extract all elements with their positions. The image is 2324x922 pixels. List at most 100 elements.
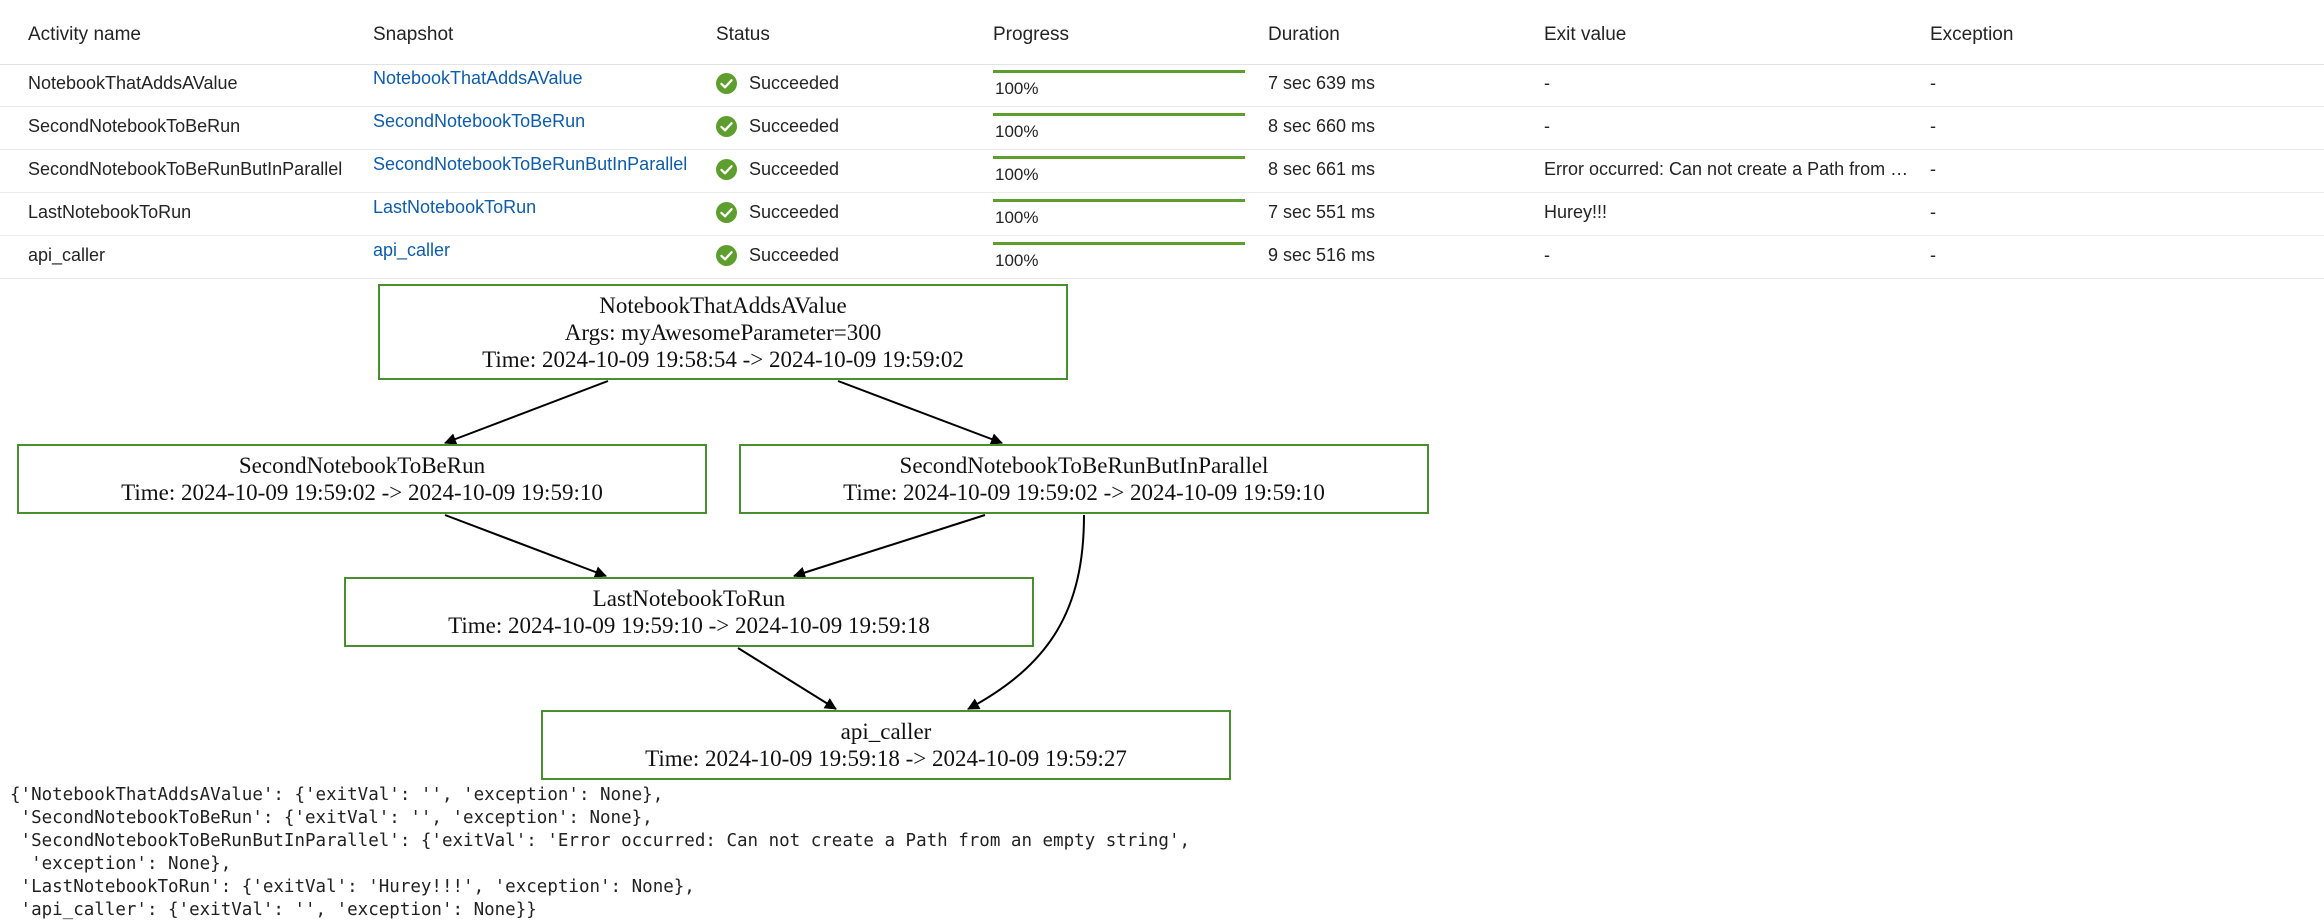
table-row: NotebookThatAddsAValue NotebookThatAddsA… (0, 64, 2324, 107)
column-header-status[interactable]: Status (716, 24, 770, 45)
graph-node-text: SecondNotebookToBeRun (238, 453, 486, 478)
exit-value-cell: - (1544, 73, 1550, 93)
duration-cell: 9 sec 516 ms (1268, 245, 1376, 265)
output-line: 'api_caller': {'exitVal': '', 'exception… (10, 900, 537, 920)
progress-label: 100% (995, 122, 1039, 141)
progress-fill (993, 113, 1245, 116)
exception-cell: - (1930, 159, 1936, 179)
run-results-output: {'NotebookThatAddsAValue': {'exitVal': '… (10, 784, 1190, 922)
column-header-progress[interactable]: Progress (993, 24, 1070, 45)
snapshot-link[interactable]: SecondNotebookToBeRunButInParallel (373, 154, 688, 174)
column-header-activity-name[interactable]: Activity name (28, 24, 141, 45)
checkmark-circle-icon (716, 245, 737, 266)
progress-cell: 100% (993, 199, 1245, 227)
duration-cell: 7 sec 551 ms (1268, 202, 1376, 222)
graph-node-text: api_caller (840, 719, 932, 744)
graph-edges (444, 380, 1085, 710)
checkmark-circle-icon (716, 73, 737, 94)
graph-node-text: Time: 2024-10-09 19:58:54 -> 2024-10-09 … (482, 346, 964, 372)
status-text: Succeeded (749, 245, 840, 265)
status-text: Succeeded (749, 116, 840, 136)
progress-label: 100% (995, 208, 1039, 227)
progress-label: 100% (995, 165, 1039, 184)
column-header-exception[interactable]: Exception (1930, 24, 2014, 45)
table-row: LastNotebookToRun LastNotebookToRun Succ… (0, 193, 2324, 236)
output-line: 'SecondNotebookToBeRunButInParallel': {'… (20, 831, 1191, 851)
activity-name-cell: SecondNotebookToBeRun (28, 116, 241, 136)
output-line: 'LastNotebookToRun': {'exitVal': 'Hurey!… (20, 877, 695, 897)
graph-edge (737, 647, 837, 710)
status-cell: Succeeded (716, 202, 839, 223)
activity-name-cell: NotebookThatAddsAValue (28, 73, 238, 93)
graph-node-text: Time: 2024-10-09 19:59:02 -> 2024-10-09 … (121, 480, 603, 505)
table-row: SecondNotebookToBeRunButInParallel Secon… (0, 150, 2324, 193)
output-line: 'SecondNotebookToBeRun': {'exitVal': '',… (20, 808, 653, 828)
graph-edge (444, 514, 607, 578)
graph-node-text: SecondNotebookToBeRunButInParallel (899, 453, 1269, 478)
progress-label: 100% (995, 251, 1039, 270)
status-cell: Succeeded (716, 73, 839, 94)
graph-node-text: Args: myAwesomeParameter=300 (564, 319, 882, 345)
status-cell: Succeeded (716, 116, 839, 137)
exit-value-cell: Error occurred: Can not create a Path fr… (1544, 159, 1914, 179)
progress-bar (993, 242, 1245, 245)
progress-bar (993, 156, 1245, 159)
checkmark-circle-icon (716, 202, 737, 223)
activity-name-cell: api_caller (28, 245, 106, 265)
column-header-snapshot[interactable]: Snapshot (373, 24, 454, 45)
graph-node-text: NotebookThatAddsAValue (599, 292, 847, 318)
exit-value-cell: Hurey!!! (1544, 202, 1608, 222)
exception-cell: - (1930, 73, 1936, 93)
exception-cell: - (1930, 202, 1936, 222)
progress-cell: 100% (993, 242, 1245, 270)
status-text: Succeeded (749, 202, 840, 222)
graph-node-text: Time: 2024-10-09 19:59:10 -> 2024-10-09 … (448, 613, 930, 638)
progress-bar (993, 70, 1245, 73)
snapshot-link[interactable]: LastNotebookToRun (373, 197, 537, 217)
progress-bar (993, 199, 1245, 202)
checkmark-circle-icon (716, 116, 737, 137)
status-cell: Succeeded (716, 159, 839, 180)
graph-edge (444, 380, 609, 445)
progress-bar (993, 113, 1245, 116)
graph-edge (793, 514, 986, 579)
snapshot-link[interactable]: NotebookThatAddsAValue (373, 68, 583, 88)
activity-name-cell: SecondNotebookToBeRunButInParallel (28, 159, 343, 179)
snapshot-link[interactable]: SecondNotebookToBeRun (373, 111, 586, 131)
activity-name-cell: LastNotebookToRun (28, 202, 192, 222)
status-text: Succeeded (749, 73, 840, 93)
exit-value-cell: - (1544, 245, 1550, 265)
table-row: SecondNotebookToBeRun SecondNotebookToBe… (0, 107, 2324, 150)
exception-cell: - (1930, 245, 1936, 265)
duration-cell: 8 sec 660 ms (1268, 116, 1376, 136)
exit-value-cell: - (1544, 116, 1550, 136)
progress-cell: 100% (993, 156, 1245, 184)
checkmark-circle-icon (716, 159, 737, 180)
output-line: {'NotebookThatAddsAValue': {'exitVal': '… (10, 785, 664, 805)
progress-cell: 100% (993, 70, 1245, 98)
table-row: api_caller api_caller Succeeded 100% 9 s… (0, 236, 2324, 279)
graph-node-text: Time: 2024-10-09 19:59:02 -> 2024-10-09 … (843, 480, 1325, 505)
snapshot-link[interactable]: api_caller (373, 240, 451, 260)
progress-fill (993, 199, 1245, 202)
graph-node-text: LastNotebookToRun (592, 586, 786, 611)
duration-cell: 7 sec 639 ms (1268, 73, 1376, 93)
progress-cell: 100% (993, 113, 1245, 141)
output-line: 'exception': None}, (31, 854, 232, 874)
progress-fill (993, 242, 1245, 245)
column-header-duration[interactable]: Duration (1268, 24, 1340, 45)
duration-cell: 8 sec 661 ms (1268, 159, 1376, 179)
status-cell: Succeeded (716, 245, 839, 266)
column-header-exit-value[interactable]: Exit value (1544, 24, 1627, 45)
status-text: Succeeded (749, 159, 840, 179)
graph-node-text: Time: 2024-10-09 19:59:18 -> 2024-10-09 … (645, 746, 1127, 771)
graph-edge (967, 514, 1085, 710)
table-header: Activity name Snapshot Status Progress D… (0, 0, 2324, 65)
progress-label: 100% (995, 79, 1039, 98)
